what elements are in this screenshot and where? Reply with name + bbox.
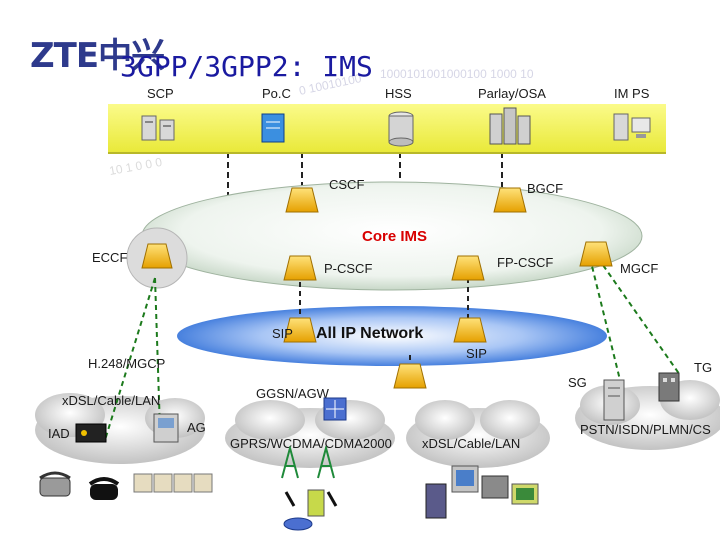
watermark-binary: 10 1 0 0 0 xyxy=(108,155,163,178)
ggsn-switch-icon xyxy=(323,397,347,421)
node-sip-left xyxy=(283,317,317,343)
label-gprs: GPRS/WCDMA/CDMA2000 xyxy=(230,436,392,451)
service-layer-bar xyxy=(108,104,666,154)
multimedia-terminals-icon xyxy=(425,465,539,519)
label-ggsn: GGSN/AGW xyxy=(256,386,329,401)
label-iad: IAD xyxy=(48,426,70,441)
ip-network-title: All IP Network xyxy=(316,325,424,342)
node-cscf xyxy=(285,187,319,213)
link-h248 xyxy=(104,277,156,441)
iad-device-icon xyxy=(75,423,107,443)
core-ims-title: Core IMS xyxy=(362,228,428,245)
phone-black-icon xyxy=(88,477,120,500)
label-sip-right: SIP xyxy=(466,346,487,361)
tg-building-icon xyxy=(658,372,680,402)
watermark-binary: 1000101001000100 1000 10 xyxy=(380,67,534,81)
parlay-server-icon xyxy=(489,107,531,145)
label-h248: H.248/MGCP xyxy=(88,356,166,371)
scp-server-icon xyxy=(141,115,175,141)
node-eccf xyxy=(141,243,173,269)
phone-icon xyxy=(39,471,71,497)
node-bgcf xyxy=(493,187,527,213)
label-tg: TG xyxy=(694,360,713,375)
node-pcscf xyxy=(283,255,317,281)
label-pcscf: P-CSCF xyxy=(324,261,373,276)
label-sg: SG xyxy=(568,375,587,390)
label-dsl-left: xDSL/Cable/LAN xyxy=(62,393,161,408)
link-h248 xyxy=(154,277,161,431)
label-hss: HSS xyxy=(385,86,412,101)
label-dsl-right: xDSL/Cable/LAN xyxy=(422,436,521,451)
hss-database-icon xyxy=(388,111,414,147)
node-mgcf xyxy=(579,241,613,267)
antenna-icon xyxy=(281,446,335,479)
label-sip-left: SIP xyxy=(272,326,293,341)
phones-row-icon xyxy=(133,473,213,493)
page-title: 3GPP/3GPP2: IMS xyxy=(120,50,373,83)
label-scp: SCP xyxy=(147,86,174,101)
imps-server-icon xyxy=(613,113,651,141)
label-eccf: ECCF xyxy=(92,250,128,265)
mobile-devices-icon xyxy=(283,489,338,531)
link-sg xyxy=(589,257,621,381)
label-ag: AG xyxy=(187,420,206,435)
label-poc: Po.C xyxy=(262,86,291,101)
label-mgcf: MGCF xyxy=(620,261,659,276)
poc-server-icon xyxy=(261,113,285,143)
cloud-pstn xyxy=(575,380,720,450)
cloud-right-access xyxy=(406,400,550,468)
ag-device-icon xyxy=(153,413,179,443)
label-cscf: CSCF xyxy=(329,177,365,192)
sg-tower-icon xyxy=(603,379,625,421)
node-sip-right xyxy=(453,317,487,343)
label-pstn: PSTN/ISDN/PLMN/CS xyxy=(580,422,711,437)
label-bgcf: BGCF xyxy=(527,181,564,196)
label-parlay: Parlay/OSA xyxy=(478,86,546,101)
label-fpcscf: FP-CSCF xyxy=(497,255,554,270)
label-imps: IM PS xyxy=(614,86,650,101)
ip-network-ellipse xyxy=(177,306,607,366)
zte-logo: ZTE中兴 xyxy=(30,36,165,76)
link-tg xyxy=(597,257,681,376)
node-fpcscf xyxy=(451,255,485,281)
node-ggsn xyxy=(393,363,427,389)
